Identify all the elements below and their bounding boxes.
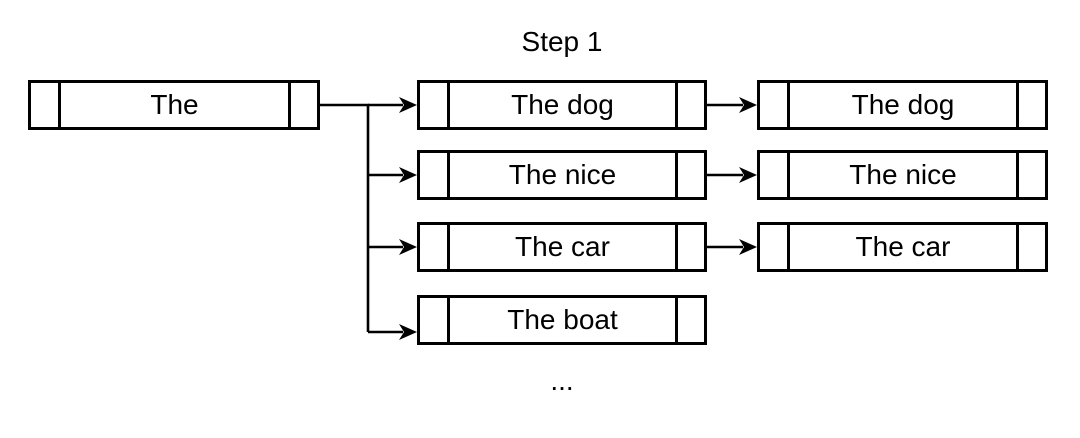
node-candidate-the-boat-label: The boat [507, 304, 618, 335]
node-selected-the-dog: The dog [757, 80, 1048, 130]
node-root-label: The [150, 89, 199, 120]
node-candidate-the-boat-right-cell [675, 298, 704, 342]
diagram-title: Step 1 [521, 26, 603, 57]
node-candidate-the-nice-left-cell [420, 153, 450, 197]
ellipsis-text: ... [550, 365, 574, 396]
select-arrow-2-icon [739, 167, 757, 183]
node-candidate-the-car-left-cell [420, 225, 450, 269]
node-selected-the-car-left-cell [760, 225, 790, 269]
node-candidate-the-car: The car [417, 222, 707, 272]
node-candidate-the-dog: The dog [417, 80, 707, 130]
node-candidate-the-boat-left-cell [420, 298, 450, 342]
node-candidate-the-dog-right-cell [675, 83, 704, 127]
node-root-right-cell [288, 83, 317, 127]
branch-arrow-2-icon [399, 167, 417, 183]
node-selected-the-car: The car [757, 222, 1048, 272]
node-selected-the-dog-right-cell [1016, 83, 1045, 127]
node-selected-the-dog-label: The dog [851, 89, 955, 120]
node-selected-the-dog-left-cell [760, 83, 790, 127]
node-root-left-cell [31, 83, 61, 127]
node-candidate-the-nice-label: The nice [508, 159, 617, 190]
node-selected-the-nice-label: The nice [849, 159, 957, 190]
branch-arrow-3-icon [399, 239, 417, 255]
node-root: The [28, 80, 320, 130]
node-candidate-the-dog-label: The dog [511, 89, 614, 120]
node-candidate-the-dog-left-cell [420, 83, 450, 127]
node-candidate-the-nice: The nice [417, 150, 707, 200]
node-selected-the-car-label: The car [855, 231, 951, 262]
branch-arrow-1-icon [399, 97, 417, 113]
node-selected-the-car-right-cell [1016, 225, 1045, 269]
node-candidate-the-car-right-cell [675, 225, 704, 269]
node-candidate-the-car-label: The car [515, 231, 610, 262]
node-candidate-the-boat: The boat [417, 295, 707, 345]
node-candidate-the-nice-right-cell [675, 153, 704, 197]
node-selected-the-nice-left-cell [760, 153, 790, 197]
select-arrow-3-icon [739, 239, 757, 255]
node-selected-the-nice-right-cell [1016, 153, 1045, 197]
branch-arrow-4-icon [399, 324, 417, 340]
node-selected-the-nice: The nice [757, 150, 1048, 200]
root-branch-trunk-line [320, 103, 370, 332]
select-arrow-1-icon [739, 97, 757, 113]
